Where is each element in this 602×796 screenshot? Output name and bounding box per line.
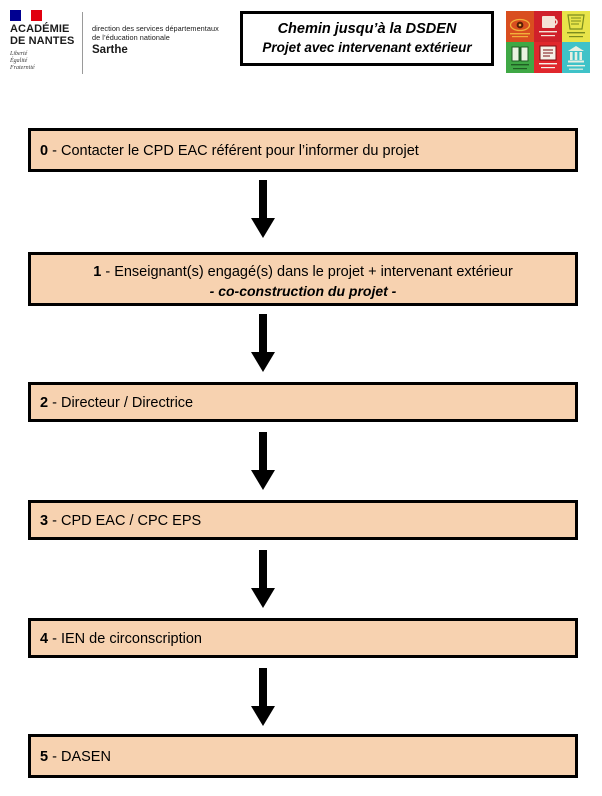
- tile-patrimoine: [562, 42, 590, 73]
- flow-step-2-dash: -: [48, 395, 61, 411]
- flow-step-4[interactable]: 4 - IEN de circonscription: [28, 618, 578, 658]
- dsden-department: Sarthe: [92, 44, 128, 56]
- flow-step-1[interactable]: 1 - Enseignant(s) engagé(s) dans le proj…: [28, 252, 578, 306]
- flow-step-0-text: 0 - Contacter le CPD EAC référent pour l…: [31, 131, 575, 161]
- french-flag-icon: [10, 10, 43, 21]
- flow-step-2[interactable]: 2 - Directeur / Directrice: [28, 382, 578, 422]
- flow-step-5-text: 5 - DASEN: [31, 737, 575, 767]
- flow-step-1-dash: -: [101, 264, 115, 280]
- flow-step-5-number: 5: [40, 749, 49, 765]
- flow-step-2-label: Directeur / Directrice: [60, 395, 194, 411]
- flow-step-0-dash: -: [48, 143, 61, 159]
- dsden-label-block: direction des services départementaux de…: [92, 10, 219, 57]
- flow-step-0[interactable]: 0 - Contacter le CPD EAC référent pour l…: [28, 128, 578, 172]
- arrow-step4-to-step5: [248, 668, 278, 730]
- arrow-step2-to-step3: [248, 432, 278, 494]
- flow-step-3-number: 3: [40, 513, 49, 529]
- flow-step-2-text: 2 - Directeur / Directrice: [31, 385, 575, 413]
- flow-step-3-label: CPD EAC / CPC EPS: [60, 513, 202, 529]
- flow-step-3-text: 3 - CPD EAC / CPC EPS: [31, 503, 575, 531]
- academy-name-line2: DE NANTES: [10, 34, 75, 47]
- arts-et-culture-mosaic: [506, 11, 590, 73]
- flow-step-5[interactable]: 5 - DASEN: [28, 734, 578, 778]
- page-header: ACADÉMIE DE NANTES Liberté Égalité Frate…: [0, 0, 602, 96]
- arrow-step3-to-step4: [248, 550, 278, 612]
- motto-fraternite: Fraternité: [10, 65, 35, 71]
- flow-step-4-dash: -: [48, 631, 61, 647]
- flow-step-0-number: 0: [40, 143, 49, 159]
- motto-egalite: Égalité: [10, 58, 28, 64]
- document-title-box: Chemin jusqu’à la DSDEN Projet avec inte…: [240, 11, 494, 66]
- dsden-line-1: direction des services départementaux: [92, 24, 219, 33]
- flow-step-1-subtitle: - co-construction du projet -: [209, 283, 397, 299]
- tile-theatre: [562, 11, 590, 42]
- flow-step-1-number: 1: [93, 264, 102, 280]
- tile-lecture: [506, 42, 534, 73]
- tile-musique: [534, 11, 562, 42]
- tile-arts-visuels: [506, 11, 534, 42]
- academy-name: ACADÉMIE DE NANTES: [10, 23, 80, 47]
- academy-logo-block: ACADÉMIE DE NANTES Liberté Égalité Frate…: [8, 10, 219, 74]
- flow-step-1-text: 1 - Enseignant(s) engagé(s) dans le proj…: [31, 255, 575, 282]
- marianne-logo: ACADÉMIE DE NANTES Liberté Égalité Frate…: [8, 10, 80, 72]
- arrow-step1-to-step2: [248, 314, 278, 376]
- academy-name-line1: ACADÉMIE: [10, 23, 70, 35]
- republic-motto: Liberté Égalité Fraternité: [10, 51, 80, 72]
- flow-step-3-dash: -: [48, 513, 61, 529]
- flow-step-1-label: Enseignant(s) engagé(s) dans le projet +…: [114, 264, 513, 280]
- flow-step-5-label: DASEN: [60, 749, 111, 765]
- flow-step-5-dash: -: [48, 749, 61, 765]
- title-line-2: Projet avec intervenant extérieur: [262, 40, 472, 55]
- logo-divider: [82, 12, 83, 74]
- tile-cinema: [534, 42, 562, 73]
- motto-liberte: Liberté: [10, 51, 28, 57]
- flow-step-4-number: 4: [40, 631, 49, 647]
- flow-step-4-label: IEN de circonscription: [60, 631, 202, 647]
- flow-step-4-text: 4 - IEN de circonscription: [31, 621, 575, 649]
- dsden-line-2: de l’éducation nationale: [92, 33, 170, 42]
- flow-step-0-label: Contacter le CPD EAC référent pour l’inf…: [60, 143, 419, 159]
- flow-step-3[interactable]: 3 - CPD EAC / CPC EPS: [28, 500, 578, 540]
- flow-step-2-number: 2: [40, 395, 49, 411]
- arrow-step0-to-step1: [248, 180, 278, 242]
- title-line-1: Chemin jusqu’à la DSDEN: [277, 21, 457, 37]
